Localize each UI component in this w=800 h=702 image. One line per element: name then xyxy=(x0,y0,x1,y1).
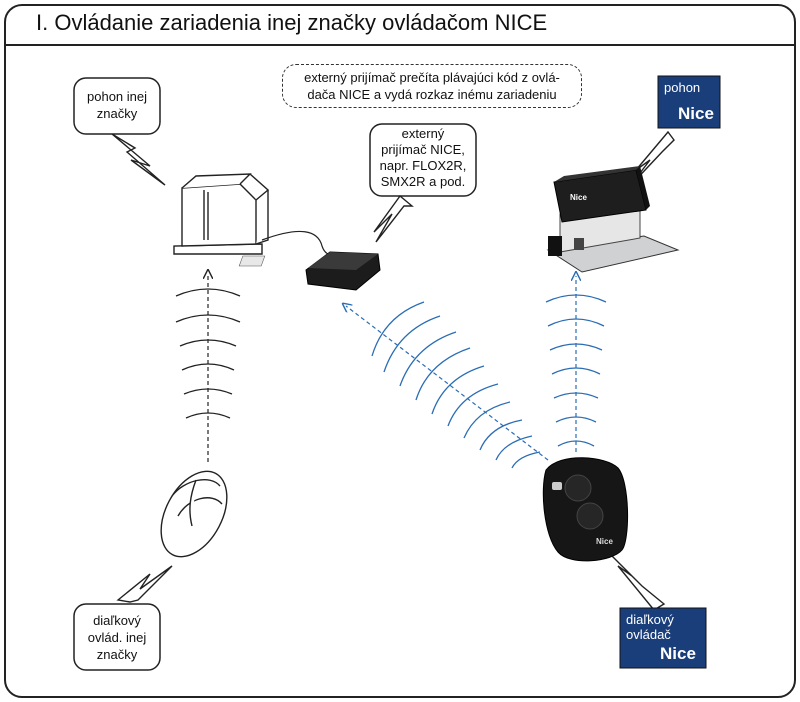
nice-motor-label-text: pohon xyxy=(664,80,701,95)
info-note: externý prijímač prečíta plávajúci kód z… xyxy=(282,64,582,108)
nice-motor-logo: Nice xyxy=(678,104,714,123)
receiver-label-line-2: prijímač NICE, xyxy=(381,142,465,157)
other-remote-label-line-2: ovlád. inej xyxy=(87,630,147,645)
nice-remote-drawing xyxy=(542,457,629,562)
nice-remote-label-box xyxy=(619,607,707,669)
callout-other-remote xyxy=(73,565,173,671)
callout-receiver xyxy=(369,123,477,243)
other-motor-label-line-2: značky xyxy=(96,106,138,121)
other-motor-drawing xyxy=(173,173,270,255)
other-motor-label-line-1: pohon inej xyxy=(87,89,147,104)
info-note-line-2: dača NICE a vydá rozkaz inému zariadeniu xyxy=(307,87,557,102)
other-remote-label: diaľkový ovlád. inej značky xyxy=(74,612,160,663)
nice-motor-label-box xyxy=(657,75,721,129)
callout-nice-remote-pointer xyxy=(611,555,666,611)
nice-remote-brand: Nice xyxy=(596,537,613,546)
other-remote-drawing xyxy=(160,470,228,558)
info-note-line-1: externý prijímač prečíta plávajúci kód z… xyxy=(304,70,560,85)
nice-motor-brand: Nice xyxy=(570,193,587,202)
signal-waves-nice xyxy=(545,294,607,447)
diagram-frame xyxy=(4,4,796,698)
receiver-label-line-3: napr. FLOX2R, xyxy=(379,158,467,173)
other-remote-label-line-1: diaľkový xyxy=(93,613,141,628)
receiver-label: externý prijímač NICE, napr. FLOX2R, SMX… xyxy=(370,126,476,190)
signal-waves-other xyxy=(175,288,241,419)
receiver-drawing xyxy=(238,251,381,291)
signal-arrow-receiver xyxy=(346,306,549,461)
callout-other-motor xyxy=(73,77,166,186)
other-motor-label: pohon inej značky xyxy=(74,88,160,122)
nice-remote-logo: Nice xyxy=(660,644,696,663)
receiver-label-line-4: SMX2R a pod. xyxy=(380,174,466,189)
receiver-label-line-1: externý xyxy=(401,126,445,141)
other-remote-label-line-3: značky xyxy=(96,647,138,662)
nice-remote-label-line-2: ovládač xyxy=(626,627,671,642)
nice-motor-drawing xyxy=(546,166,680,273)
nice-remote-label-line-1: diaľkový xyxy=(626,612,674,627)
signal-waves-receiver xyxy=(371,301,541,469)
title-divider xyxy=(4,44,796,46)
wire xyxy=(261,230,339,257)
page-title: I. Ovládanie zariadenia inej značky ovlá… xyxy=(36,10,548,35)
